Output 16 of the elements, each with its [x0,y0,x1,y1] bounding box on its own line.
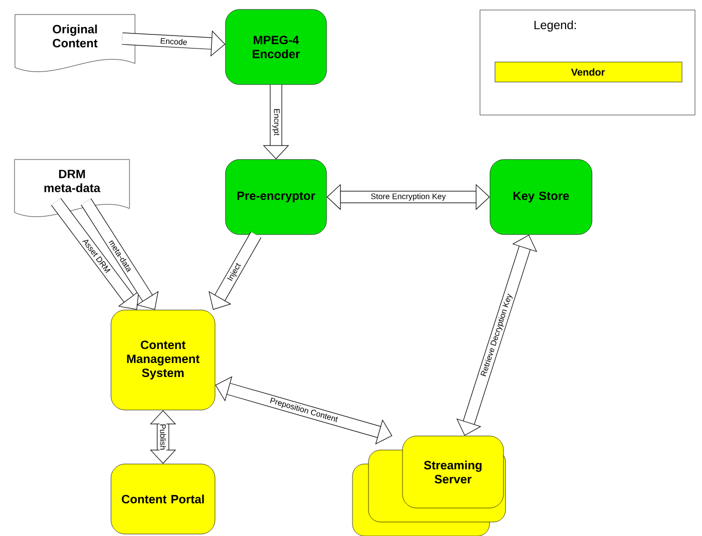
block-arrow [80,198,158,310]
block-arrow [51,198,140,310]
process-box: Content Management System [110,310,216,410]
process-box: Key Store [490,159,592,235]
legend-text: Vendor [571,68,605,76]
block-arrow [122,30,226,56]
block-arrow [326,184,490,210]
block-arrow [150,410,176,464]
process-box: Content Portal [110,464,216,534]
process-box: MPEG-4 Encoder [225,9,327,85]
process-box: Pre-encryptor [225,159,327,235]
edge-label: Publish [160,423,166,451]
edge-label: Encode [160,37,188,46]
server-stack: Streaming Server [352,436,506,536]
block-arrow [208,232,262,310]
legend-title: Legend: [534,20,576,32]
